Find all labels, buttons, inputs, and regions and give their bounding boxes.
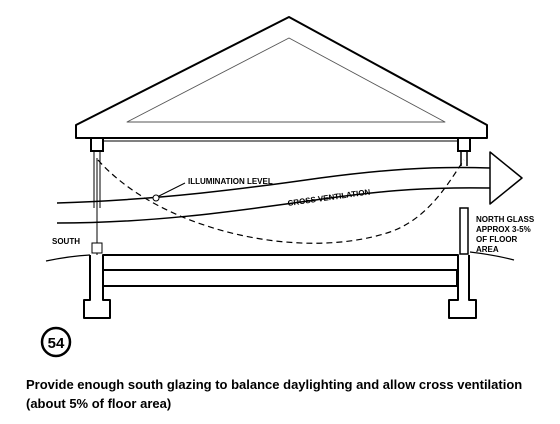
ground [45,251,515,262]
illumination-level-label: ILLUMINATION LEVEL [188,177,273,186]
illumination-leader [156,182,186,198]
north-glass-label-3: OF FLOOR [476,235,518,244]
figure-number-badge: 54 [40,326,72,358]
left-eave-block [90,137,104,152]
airflow-arrowhead [489,151,523,205]
cross-ventilation-arrow [56,151,523,224]
figure-number: 54 [48,335,65,352]
floor-structure [83,254,477,319]
floor-slab [102,269,458,287]
left-foundation [83,254,477,319]
airflow-lower-edge [56,187,491,224]
window-glass [91,158,103,255]
north-glass-label-4: AREA [476,245,499,254]
figure-caption: Provide enough south glazing to balance … [26,377,523,411]
attic-triangle [126,37,446,123]
north-glass-label-2: APPROX 3-5% [476,225,531,234]
airflow-upper-edge [56,166,491,204]
illumination-marker [152,194,160,202]
ground-left [45,254,91,262]
north-glass-label-1: NORTH GLASS [476,215,535,224]
roof [75,16,488,139]
ceiling-structure [90,137,471,152]
right-eave-block [457,137,471,152]
roof-outline [75,16,488,139]
cross-ventilation-label: CROSS VENTILATION [287,187,371,208]
walls [93,151,469,255]
ground-right [469,251,515,261]
south-sill [91,242,103,254]
illumination-level-curve [97,159,465,244]
north-wall-lower [459,207,469,255]
south-label: SOUTH [52,237,80,246]
